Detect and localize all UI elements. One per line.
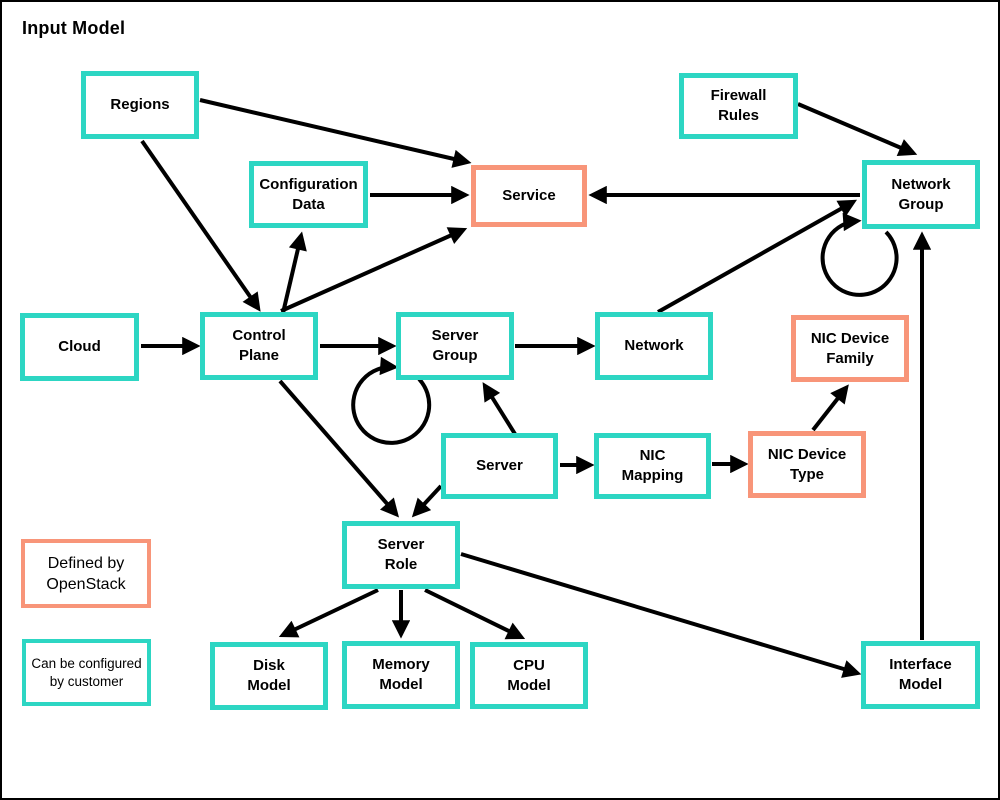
edge-server-role-to-disk-model [278, 588, 379, 638]
edge-server-role-to-interface-model [460, 552, 862, 678]
node-label: Regions [110, 96, 170, 113]
legend-openstack-label: Defined by OpenStack [46, 554, 126, 593]
edge-regions-to-service [199, 98, 472, 168]
diagram-title: Input Model [22, 18, 126, 38]
edge-server-role-to-cpu-model [424, 588, 526, 640]
edge-firewall-rules-to-network-group [797, 102, 918, 157]
node-label: Server [476, 457, 523, 474]
node-label: Service [502, 187, 556, 204]
self-loop-network-group [820, 212, 899, 297]
legend-defined-by-openstack: Defined by OpenStack [21, 539, 151, 608]
edge-control-plane-to-configuration-data [281, 231, 307, 314]
edge-server-to-server-role [411, 484, 443, 518]
node-regions: Regions [81, 71, 199, 139]
node-server: Server [441, 433, 558, 499]
node-network: Network [595, 312, 713, 380]
edge-server-to-server-group [482, 382, 517, 436]
edge-network-to-network-group [657, 199, 858, 314]
node-service: Service [471, 165, 587, 227]
legend-configured-by-customer: Can be configured by customer [22, 639, 151, 706]
node-cloud: Cloud [20, 313, 139, 381]
self-loop-server-group [351, 356, 432, 445]
node-label: Cloud [58, 338, 101, 355]
edge-nic-device-type-to-nic-device-family [811, 384, 849, 432]
node-label: Network [624, 337, 684, 354]
edge-regions-to-control-plane [140, 139, 261, 312]
legend-customer-label: Can be configured by customer [31, 655, 142, 689]
edge-control-plane-to-server-role [278, 379, 400, 518]
edge-control-plane-to-service [280, 227, 468, 313]
